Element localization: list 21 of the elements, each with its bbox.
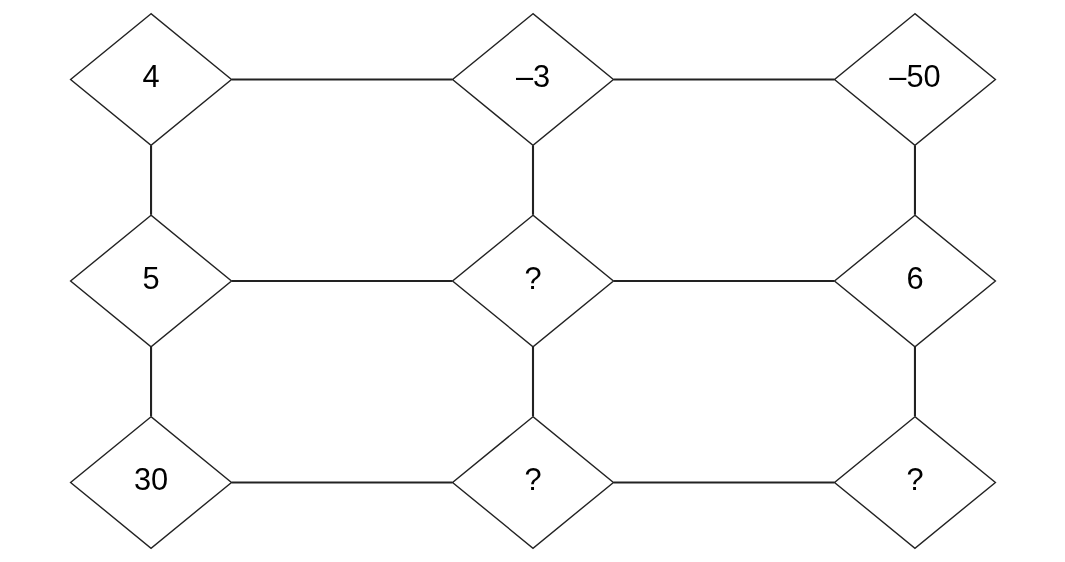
connector bbox=[149, 346, 152, 417]
node-diamond: 4 bbox=[69, 12, 233, 147]
connector bbox=[613, 481, 834, 484]
connector bbox=[913, 145, 916, 215]
node-diamond: –3 bbox=[450, 12, 615, 147]
connector bbox=[231, 279, 452, 283]
node-diamond: 6 bbox=[832, 214, 996, 348]
node-diamond: 5 bbox=[69, 214, 233, 348]
node-diamond: 30 bbox=[69, 415, 233, 550]
node-diamond: ? bbox=[450, 214, 615, 348]
node-diamond: ? bbox=[450, 415, 615, 550]
node-diamond: –50 bbox=[832, 12, 996, 147]
connector bbox=[231, 78, 452, 81]
connector bbox=[531, 346, 534, 417]
connector bbox=[149, 145, 152, 215]
connector bbox=[613, 78, 834, 81]
node-diamond: ? bbox=[832, 415, 996, 550]
connector bbox=[531, 145, 534, 215]
connector bbox=[613, 279, 834, 283]
connector bbox=[913, 346, 916, 417]
connector bbox=[231, 481, 452, 484]
